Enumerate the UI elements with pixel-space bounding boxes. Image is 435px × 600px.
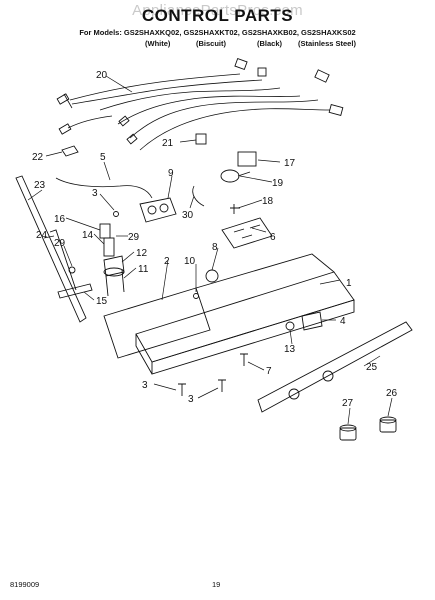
document-number: 8199009 [10, 580, 40, 589]
light-bulb-assembly [220, 151, 257, 183]
callout-4: 4 [340, 316, 346, 327]
part-13 [285, 321, 295, 331]
part-11 [103, 267, 125, 297]
callout-6: 6 [270, 232, 276, 243]
screw-7 [240, 353, 248, 366]
clip-21 [195, 133, 207, 145]
color-stainless: (Stainless Steel) [298, 39, 356, 48]
callout-2: 2 [164, 256, 170, 267]
callout-14: 14 [82, 230, 94, 241]
watermark: AppliancePartsPros.com [132, 2, 303, 19]
light-socket-9 [139, 197, 177, 223]
faceplate-25 [257, 321, 413, 413]
callout-24: 24 [36, 230, 48, 241]
callout-8: 8 [212, 242, 218, 253]
color-black: (Black) [257, 39, 283, 48]
callout-labels: 20 22 21 5 9 17 19 23 3 30 18 6 16 14 29… [32, 70, 398, 409]
callout-19: 19 [272, 178, 284, 189]
page-number: 19 [212, 580, 221, 589]
callout-21: 21 [162, 138, 174, 149]
callout-29b: 29 [54, 238, 66, 249]
callout-7: 7 [266, 366, 272, 377]
callout-9: 9 [168, 168, 174, 179]
callout-17: 17 [284, 158, 296, 169]
wire-30 [192, 185, 205, 207]
clip-22 [61, 145, 79, 157]
bracket-23 [15, 175, 87, 323]
wire-harness [56, 57, 344, 151]
screw-3b [178, 383, 186, 396]
callout-30: 30 [182, 210, 194, 221]
leader-lines [27, 75, 393, 425]
callout-10: 10 [184, 256, 196, 267]
callout-3c: 3 [188, 394, 194, 405]
knob-27 [339, 424, 357, 441]
callout-3: 3 [92, 188, 98, 199]
color-white: (White) [145, 39, 171, 48]
part-14 [103, 237, 115, 257]
knob-26 [379, 416, 397, 433]
callout-3b: 3 [142, 380, 148, 391]
callout-13: 13 [284, 344, 296, 355]
part-16 [99, 223, 111, 239]
callout-11: 11 [138, 264, 149, 275]
callout-15: 15 [96, 296, 108, 307]
switch-6 [221, 217, 273, 249]
callout-23: 23 [34, 180, 46, 191]
callout-5: 5 [100, 152, 106, 163]
screw-3 [113, 211, 119, 217]
callout-25: 25 [366, 362, 378, 373]
part-4 [301, 311, 323, 331]
callout-26: 26 [386, 388, 398, 399]
models-line: For Models: GS2SHAXKQ02, GS2SHAXKT02, GS… [79, 28, 356, 37]
control-housing [103, 253, 355, 375]
color-biscuit: (Biscuit) [196, 39, 226, 48]
callout-22: 22 [32, 152, 44, 163]
callout-16: 16 [54, 214, 66, 225]
page-title: CONTROL PARTS [141, 6, 294, 25]
callout-18: 18 [262, 196, 274, 207]
screw-18 [230, 204, 240, 214]
wire-5 [55, 177, 153, 199]
callout-20: 20 [96, 70, 108, 81]
part-24 [49, 229, 77, 291]
part-12 [103, 255, 125, 277]
callout-1: 1 [346, 278, 352, 289]
part-15 [57, 283, 93, 299]
screw-3c [218, 379, 226, 392]
callout-12: 12 [136, 248, 148, 259]
callout-27: 27 [342, 398, 354, 409]
callout-29: 29 [128, 232, 140, 243]
